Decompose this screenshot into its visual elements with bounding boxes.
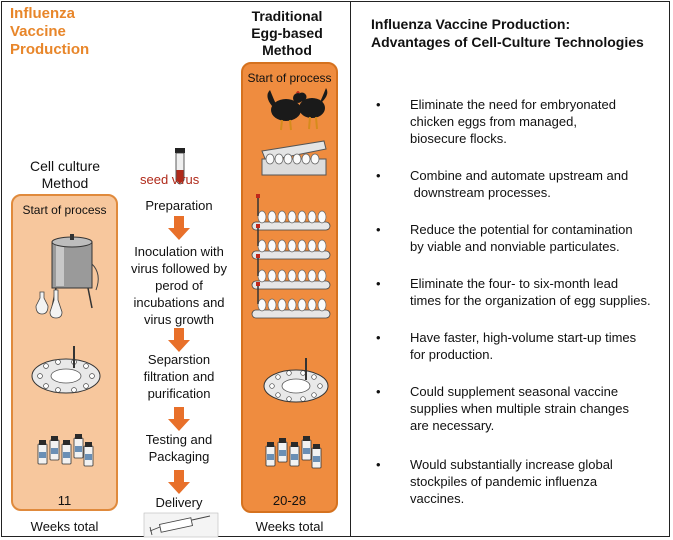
advantages-title: Influenza Vaccine Production: Advantages… bbox=[371, 15, 661, 51]
syringe-icon bbox=[143, 512, 219, 538]
cell-culture-weeks-label: Weeks total bbox=[30, 519, 99, 534]
step-line: Delivery bbox=[155, 495, 203, 510]
step-separation: Separstion filtration and purification bbox=[123, 351, 235, 402]
advantage-line: times for the organization of egg suppli… bbox=[410, 293, 651, 308]
traditional-method-title: Traditional Egg-based Method bbox=[237, 8, 337, 59]
advantages-title-line: Advantages of Cell-Culture Technologies bbox=[371, 34, 644, 50]
step-line: virus followed by bbox=[130, 261, 228, 276]
advantage-item: • Eliminate the four- to six-month lead … bbox=[372, 275, 664, 309]
vials-icon bbox=[265, 436, 322, 469]
advantage-line: biosecure flocks. bbox=[410, 131, 507, 146]
traditional-start-label: Start of process bbox=[247, 71, 332, 85]
traditional-weeks-label: Weeks total bbox=[255, 519, 324, 534]
figure-title-line: Vaccine bbox=[10, 23, 66, 40]
figure-title-line: Influenza bbox=[10, 5, 76, 22]
bullet-icon: • bbox=[376, 276, 381, 291]
traditional-title-line: Egg-based bbox=[251, 25, 323, 41]
advantage-item: • Eliminate the need for embryonated chi… bbox=[372, 96, 664, 147]
step-line: Inoculation with bbox=[134, 244, 224, 259]
step-line: perod of bbox=[155, 278, 203, 293]
advantage-line: Could supplement seasonal vaccine bbox=[410, 384, 619, 399]
traditional-title-line: Method bbox=[262, 42, 312, 58]
down-arrow-icon bbox=[168, 470, 190, 494]
traditional-weeks-value: 20-28 bbox=[272, 493, 307, 508]
step-line: purification bbox=[147, 386, 211, 401]
figure-title-line: Production bbox=[10, 41, 90, 58]
step-line: filtration and bbox=[143, 369, 215, 384]
bullet-icon: • bbox=[376, 222, 381, 237]
rotary-plate-icon bbox=[31, 346, 101, 394]
bioreactor-icon bbox=[35, 234, 99, 319]
vials-icon bbox=[37, 434, 94, 467]
advantage-line: Eliminate the four- to six-month lead bbox=[410, 276, 619, 291]
advantage-line: for production. bbox=[410, 347, 494, 362]
advantage-item: • Could supplement seasonal vaccine supp… bbox=[372, 383, 664, 434]
traditional-title-line: Traditional bbox=[251, 8, 323, 24]
advantage-line: chicken eggs from managed, bbox=[410, 114, 577, 129]
advantage-line: downstream processes. bbox=[410, 185, 551, 200]
step-delivery: Delivery bbox=[123, 494, 235, 511]
chickens-icon bbox=[267, 88, 328, 131]
advantage-line: Eliminate the need for embryonated bbox=[410, 97, 616, 112]
egg-trays-icon bbox=[251, 194, 331, 319]
advantage-line: vaccines. bbox=[410, 491, 465, 506]
advantage-line: are necessary. bbox=[410, 418, 495, 433]
advantage-line: Have faster, high-volume start-up times bbox=[410, 330, 637, 345]
down-arrow-icon bbox=[168, 328, 190, 352]
step-inoculation: Inoculation with virus followed by perod… bbox=[123, 243, 235, 328]
step-line: Testing and bbox=[145, 432, 213, 447]
advantage-item: • Combine and automate upstream and down… bbox=[372, 167, 664, 201]
advantages-title-line: Influenza Vaccine Production: bbox=[371, 16, 571, 32]
test-tube-icon bbox=[175, 148, 185, 185]
advantage-line: Reduce the potential for contamination bbox=[410, 222, 633, 237]
step-line: Packaging bbox=[148, 449, 210, 464]
advantage-item: • Have faster, high-volume start-up time… bbox=[372, 329, 664, 363]
bullet-icon: • bbox=[376, 97, 381, 112]
column-divider bbox=[350, 1, 351, 537]
advantage-line: stockpiles of pandemic influenza bbox=[410, 474, 598, 489]
advantage-line: Combine and automate upstream and bbox=[410, 168, 629, 183]
advantage-line: supplies when multiple strain changes bbox=[410, 401, 629, 416]
down-arrow-icon bbox=[168, 216, 190, 240]
egg-carton-icon bbox=[261, 140, 327, 176]
bullet-icon: • bbox=[376, 384, 381, 399]
step-preparation: Preparation bbox=[123, 197, 235, 214]
advantage-item: • Reduce the potential for contamination… bbox=[372, 221, 664, 255]
down-arrow-icon bbox=[168, 407, 190, 431]
step-line: Preparation bbox=[145, 198, 213, 213]
bullet-icon: • bbox=[376, 457, 381, 472]
step-testing-packaging: Testing and Packaging bbox=[123, 431, 235, 465]
step-line: incubations and bbox=[133, 295, 225, 310]
figure-title: Influenza Vaccine Production bbox=[10, 5, 120, 59]
bullet-icon: • bbox=[376, 330, 381, 345]
step-line: virus growth bbox=[143, 312, 215, 327]
advantage-item: • Would substantially increase global st… bbox=[372, 456, 664, 507]
cell-culture-start-label: Start of process bbox=[22, 203, 107, 217]
seed-virus-label: seed virus bbox=[140, 172, 200, 187]
step-line: Separstion bbox=[147, 352, 211, 367]
cell-culture-title-line: Method bbox=[41, 175, 89, 191]
cell-culture-title-line: Cell culture bbox=[29, 158, 101, 174]
bullet-icon: • bbox=[376, 168, 381, 183]
cell-culture-method-title: Cell culture Method bbox=[10, 158, 120, 192]
cell-culture-weeks-value: 11 bbox=[57, 493, 72, 508]
advantages-list: • Eliminate the need for embryonated chi… bbox=[372, 96, 664, 507]
advantage-line: by viable and nonviable particulates. bbox=[410, 239, 620, 254]
rotary-plate-icon bbox=[263, 358, 329, 403]
advantage-line: Would substantially increase global bbox=[410, 457, 613, 472]
